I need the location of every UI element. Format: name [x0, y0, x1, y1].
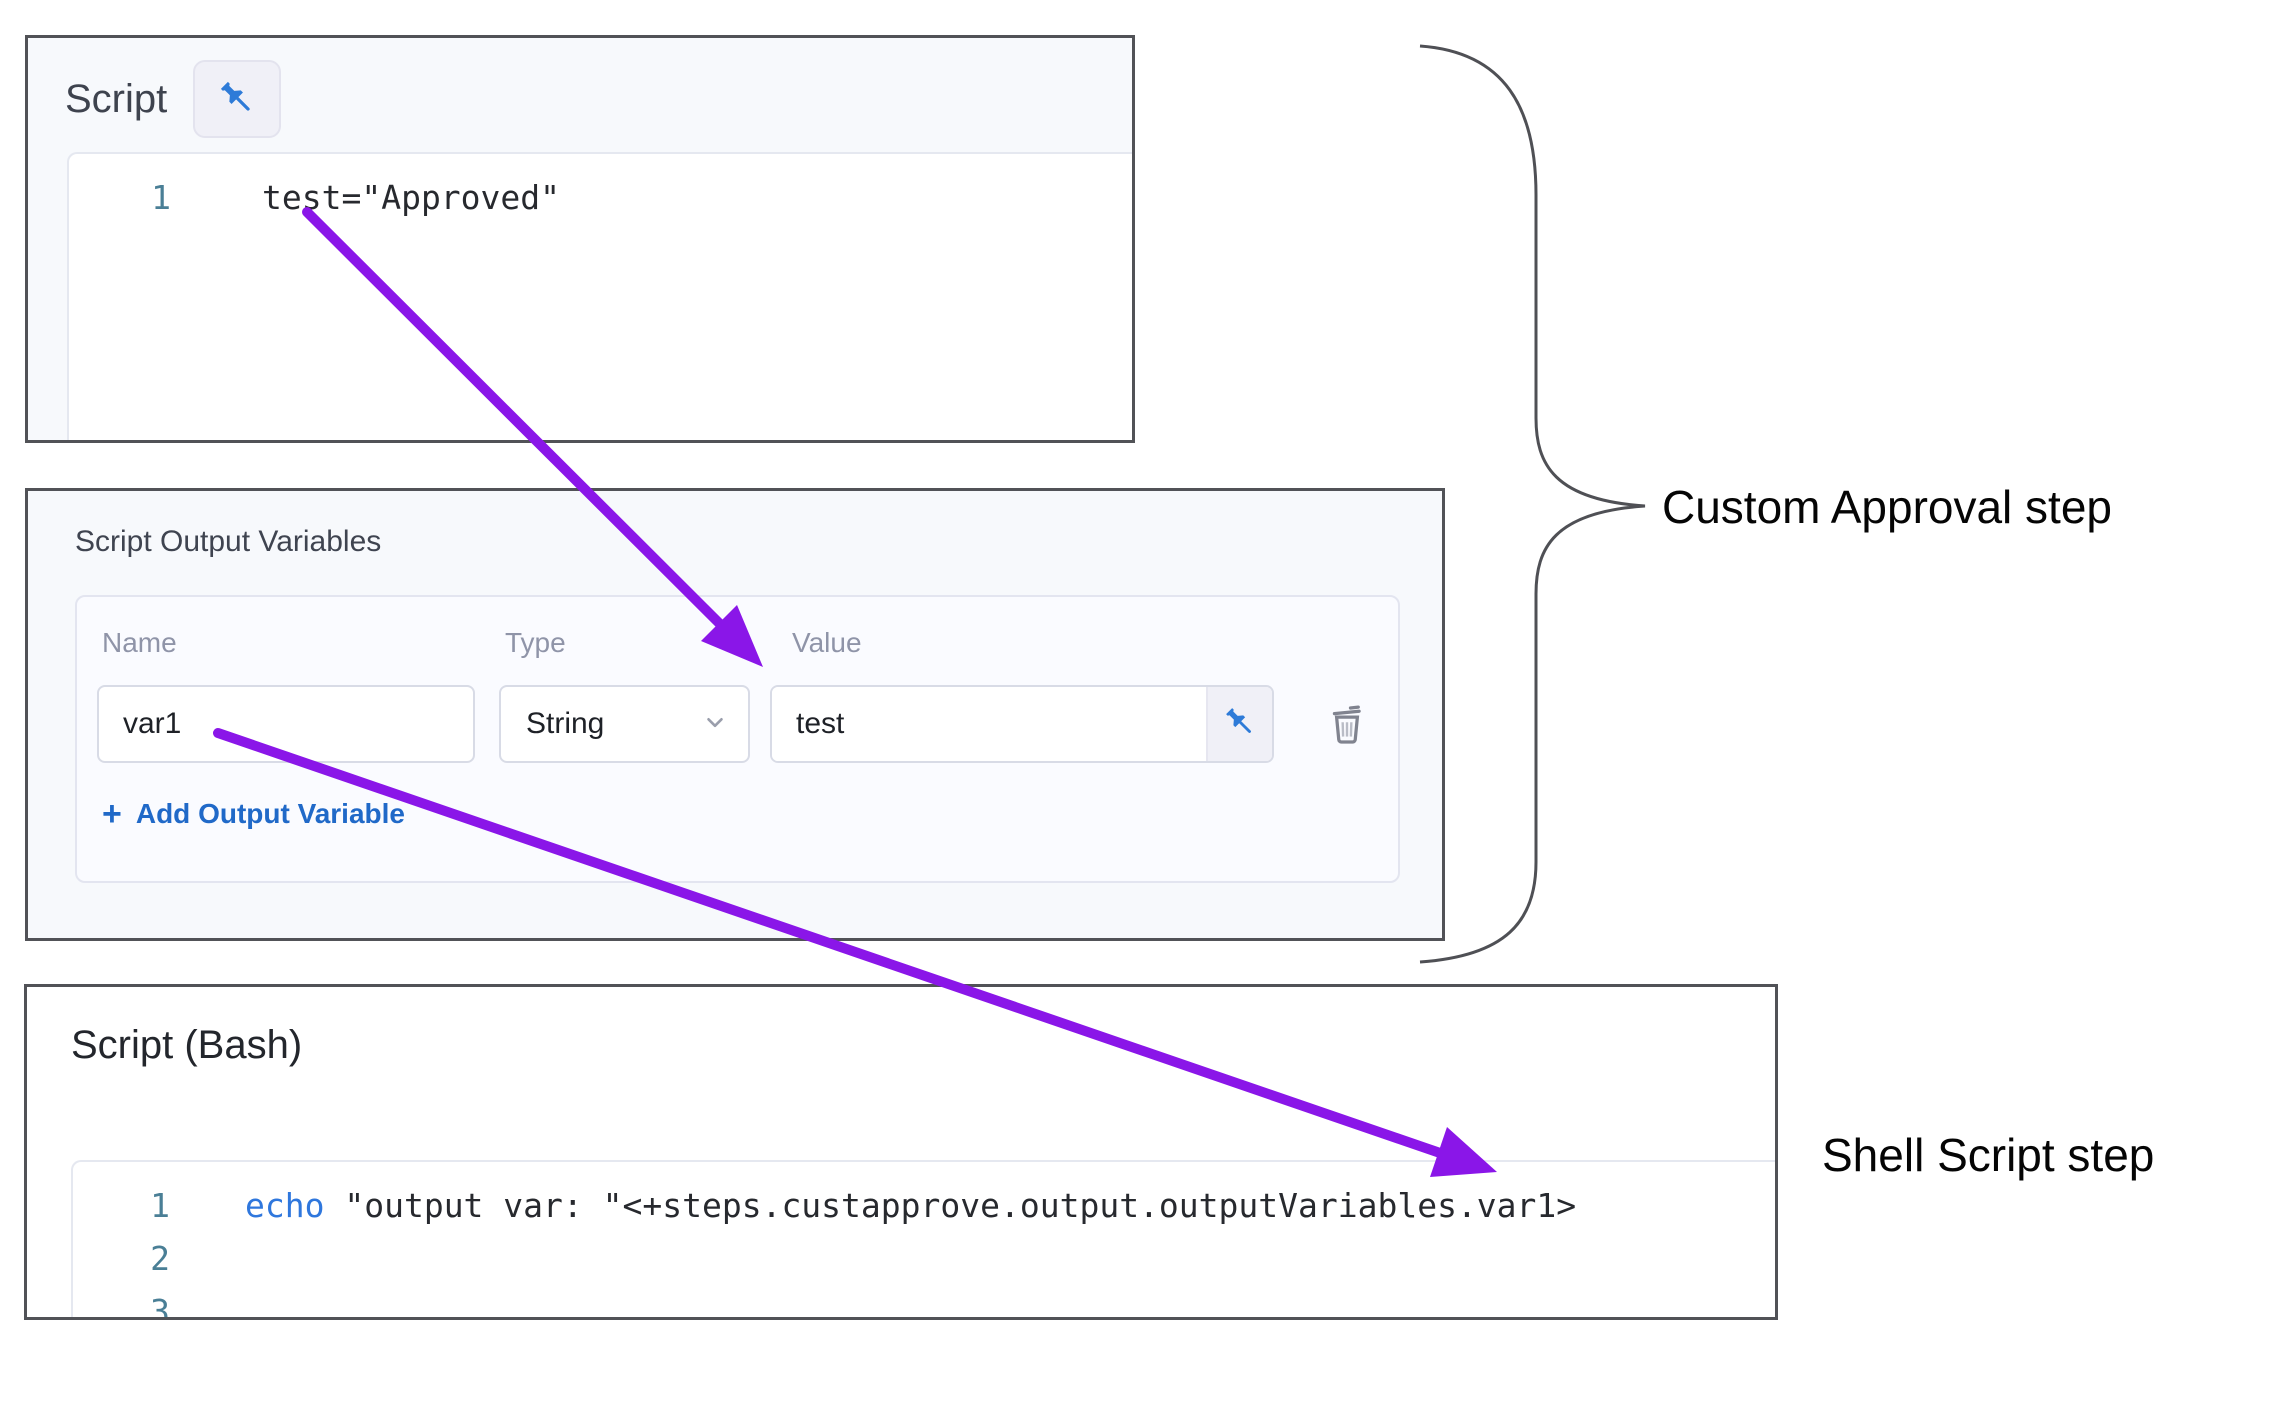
- bash-code-area: 1 echo "output var: "<+steps.custapprove…: [73, 1162, 1775, 1317]
- line-number: 3: [150, 1292, 170, 1317]
- pushpin-icon: [215, 76, 259, 123]
- curly-brace: [1419, 44, 1646, 964]
- trash-icon: [1321, 698, 1373, 753]
- output-variables-card: Name Type Value String: [75, 595, 1400, 883]
- code-line-text: [185, 1285, 245, 1317]
- code-line-text: [185, 1232, 245, 1285]
- script-panel: Script 1 test="Approved": [25, 35, 1135, 443]
- script-panel-title: Script: [65, 76, 168, 121]
- bash-script-title: Script (Bash): [71, 1023, 303, 1067]
- chevron-down-icon: [702, 709, 728, 740]
- output-variables-panel: Script Output Variables Name Type Value …: [25, 488, 1445, 941]
- type-column-label: Type: [505, 627, 566, 658]
- line-number: 2: [150, 1239, 170, 1278]
- output-variables-title: Script Output Variables: [75, 525, 382, 558]
- code-line-row: 1 test="Approved": [69, 171, 1132, 224]
- echo-keyword: echo: [245, 1186, 325, 1225]
- variable-value-group: [770, 685, 1274, 763]
- bash-script-panel: Script (Bash) 1 echo "output var: "<+ste…: [24, 984, 1778, 1320]
- code-line-row: 2: [73, 1232, 1775, 1285]
- add-output-variable-label: Add Output Variable: [135, 798, 405, 829]
- value-column-label: Value: [792, 627, 862, 658]
- variable-type-value: String: [526, 707, 605, 740]
- code-line-rest: "output var: "<+steps.custapprove.output…: [324, 1186, 1577, 1225]
- plus-icon: +: [102, 795, 122, 833]
- code-line-row: 3: [73, 1285, 1775, 1317]
- code-line-text: echo "output var: "<+steps.custapprove.o…: [185, 1179, 1576, 1232]
- variable-type-select[interactable]: String: [499, 685, 750, 763]
- custom-approval-step-label: Custom Approval step: [1662, 481, 2113, 533]
- script-code-area: 1 test="Approved": [69, 154, 1132, 224]
- pin-button[interactable]: [193, 60, 282, 138]
- variable-value-input[interactable]: [772, 687, 1206, 761]
- code-line-text: test="Approved": [262, 178, 561, 217]
- value-pin-button[interactable]: [1206, 687, 1272, 761]
- code-line-row: 1 echo "output var: "<+steps.custapprove…: [73, 1179, 1775, 1232]
- variable-name-input[interactable]: [97, 685, 475, 763]
- script-panel-header: Script: [65, 60, 282, 138]
- script-code-editor[interactable]: 1 test="Approved": [67, 152, 1132, 440]
- bash-code-editor[interactable]: 1 echo "output var: "<+steps.custapprove…: [71, 1160, 1775, 1317]
- name-column-label: Name: [102, 627, 177, 658]
- pushpin-icon: [1221, 703, 1259, 746]
- variable-row: String: [77, 685, 1398, 763]
- line-number: 1: [151, 178, 171, 217]
- add-output-variable-button[interactable]: + Add Output Variable: [102, 797, 405, 831]
- line-number: 1: [150, 1186, 170, 1225]
- shell-script-step-label: Shell Script step: [1822, 1129, 2155, 1181]
- delete-variable-button[interactable]: [1319, 697, 1375, 753]
